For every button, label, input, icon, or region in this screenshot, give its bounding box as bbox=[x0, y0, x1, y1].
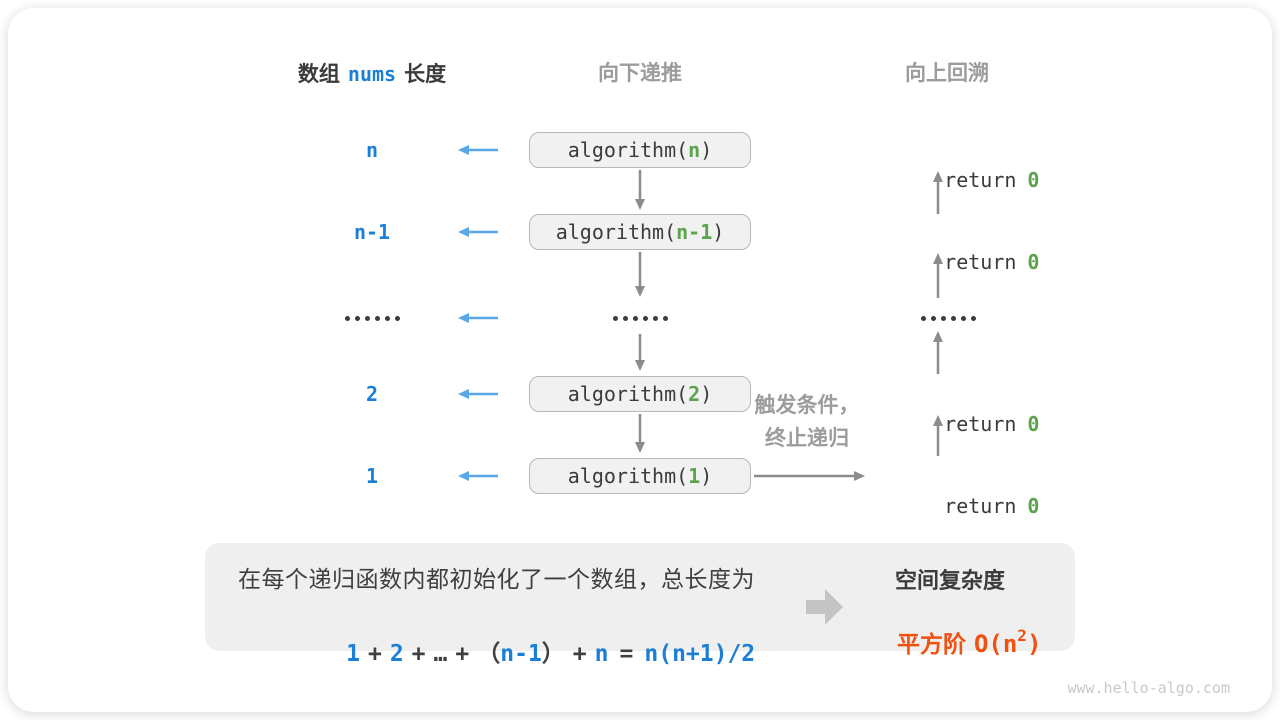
return-keyword: return bbox=[944, 168, 1017, 192]
column-header-recurse-down: 向下递推 bbox=[598, 62, 682, 85]
formula-operator: + bbox=[455, 641, 470, 667]
return-keyword: return bbox=[944, 250, 1017, 274]
formula-paren-close: ） bbox=[541, 640, 565, 666]
formula-term: n-1 bbox=[500, 641, 542, 667]
call-box-2: algorithm(2) bbox=[529, 376, 751, 412]
big-o-open: O(n bbox=[973, 630, 1018, 658]
return-value: 0 bbox=[1027, 250, 1040, 274]
return-statement-2: return 0 bbox=[896, 379, 1039, 436]
header-array-label: 数组 bbox=[297, 63, 340, 86]
call-box-n: algorithm(n) bbox=[529, 132, 751, 168]
space-complexity-title: 空间复杂度 bbox=[894, 568, 1005, 593]
call-text: ) bbox=[700, 138, 713, 162]
formula-term: n bbox=[594, 641, 609, 667]
call-arg-n: n bbox=[688, 138, 701, 162]
return-value: 0 bbox=[1027, 494, 1040, 518]
formula-operator: + bbox=[411, 641, 426, 667]
length-ellipsis-dots bbox=[302, 303, 442, 333]
header-length-label: 长度 bbox=[404, 63, 447, 86]
trigger-condition-note: 触发条件， 终止递归 bbox=[732, 389, 882, 455]
call-text: algorithm( bbox=[567, 464, 689, 488]
formula-term: 1 bbox=[346, 641, 360, 667]
length-label-1: 1 bbox=[365, 464, 379, 488]
call-text: ) bbox=[700, 464, 713, 488]
length-label-2: 2 bbox=[365, 382, 379, 406]
summary-formula: 1 +2 + … + （n-1） + n = n(n+1)/2 bbox=[263, 599, 755, 667]
column-header-array-length: 数组 nums 长度 bbox=[252, 58, 492, 90]
return-statement-1: return 0 bbox=[896, 461, 1039, 518]
trigger-note-line1: 触发条件， bbox=[754, 394, 860, 417]
formula-operator: + bbox=[367, 641, 382, 667]
formula-operator: + bbox=[572, 641, 587, 667]
call-ellipsis-dots bbox=[560, 303, 720, 333]
length-label-n1: n-1 bbox=[353, 220, 391, 244]
header-nums-code: nums bbox=[347, 62, 397, 86]
implies-block-arrow bbox=[806, 589, 843, 625]
return-value: 0 bbox=[1027, 168, 1040, 192]
return-statement-n: return 0 bbox=[896, 135, 1039, 192]
formula-result-term: n(n+1)/2 bbox=[644, 641, 756, 667]
call-text: ) bbox=[712, 220, 725, 244]
formula-term: 2 bbox=[389, 641, 404, 667]
trigger-note-line2: 终止递归 bbox=[765, 427, 849, 450]
watermark: www.hello-algo.com bbox=[1067, 679, 1230, 697]
big-o-close: ) bbox=[1026, 630, 1042, 658]
complexity-order-label: 平方阶 bbox=[896, 631, 966, 657]
return-ellipsis-dots bbox=[893, 303, 1003, 333]
call-box-1: algorithm(1) bbox=[529, 458, 751, 494]
formula-paren-open: （ bbox=[477, 640, 501, 666]
call-text: algorithm( bbox=[567, 382, 689, 406]
formula-equals: = bbox=[619, 641, 634, 667]
call-arg-n1: n-1 bbox=[676, 220, 713, 244]
call-box-n1: algorithm(n-1) bbox=[529, 214, 751, 250]
column-header-backtrack-up: 向上回溯 bbox=[905, 62, 989, 85]
return-keyword: return bbox=[944, 494, 1017, 518]
return-value: 0 bbox=[1027, 412, 1040, 436]
summary-box: 在每个递归函数内都初始化了一个数组，总长度为 1 +2 + … + （n-1） + n = n(n… bbox=[205, 543, 1075, 667]
call-arg-1: 1 bbox=[688, 464, 701, 488]
call-arg-2: 2 bbox=[688, 382, 701, 406]
return-keyword: return bbox=[944, 412, 1017, 436]
length-label-n: n bbox=[365, 138, 379, 162]
summary-description: 在每个递归函数内都初始化了一个数组，总长度为 bbox=[238, 566, 755, 592]
formula-ellipsis: … bbox=[433, 641, 448, 667]
big-o-exponent: 2 bbox=[1017, 626, 1027, 645]
call-text: algorithm( bbox=[555, 220, 677, 244]
return-statement-n1: return 0 bbox=[896, 217, 1039, 274]
call-text: algorithm( bbox=[567, 138, 689, 162]
call-text: ) bbox=[700, 382, 713, 406]
space-complexity-value: 平方阶 O(n2) bbox=[820, 598, 1080, 686]
big-o-notation: O(n2) bbox=[973, 626, 1042, 658]
